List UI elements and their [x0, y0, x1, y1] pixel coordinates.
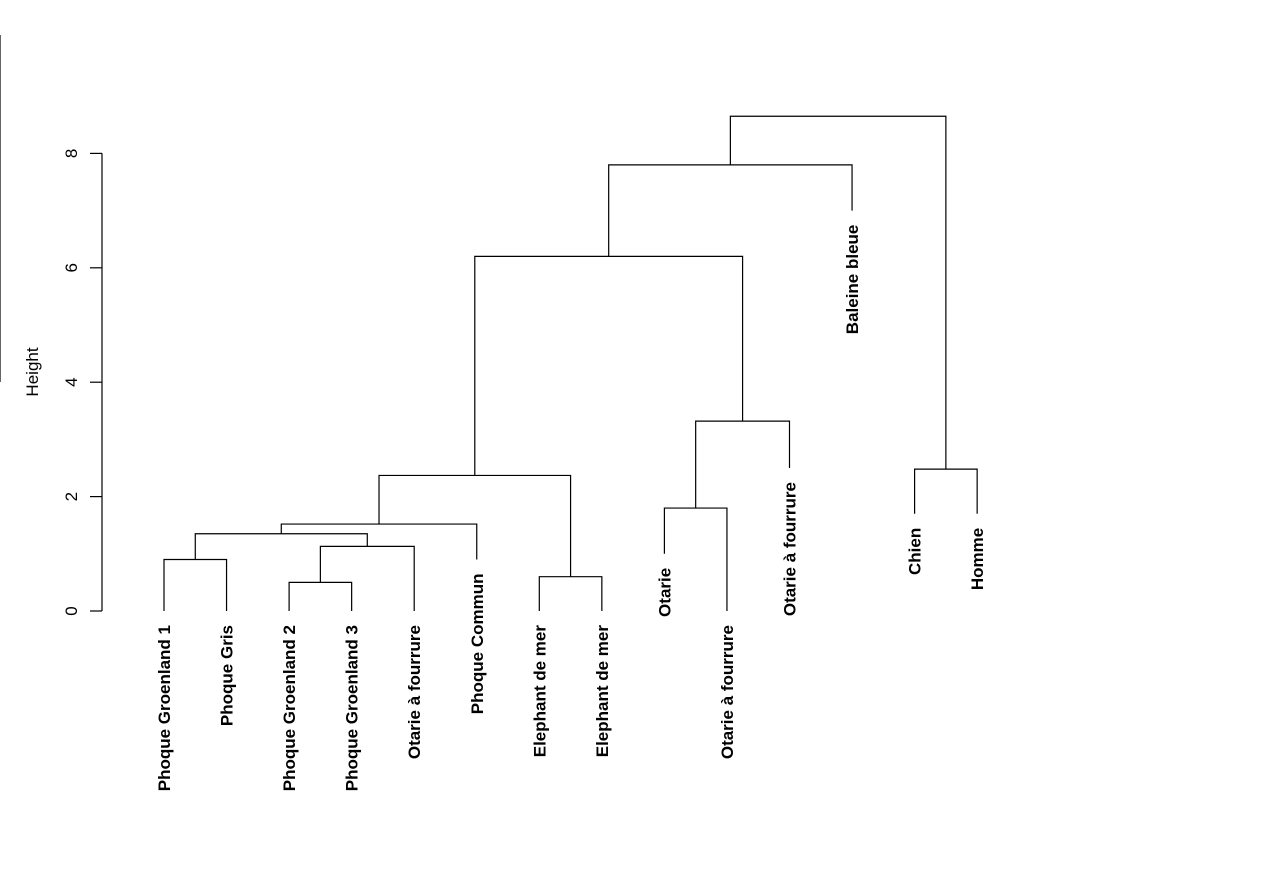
leaf-labels: Phoque Groenland 1 Phoque Gris Phoque Groe…	[155, 225, 987, 792]
leaf-label: Chien	[906, 528, 925, 575]
leaf-label: Otarie à fourrure	[405, 625, 424, 759]
dendrogram-branch	[729, 115, 947, 470]
dendrogram-branch	[280, 523, 478, 560]
y-tick-label: 8	[62, 149, 81, 158]
dendrogram-branch	[378, 474, 572, 577]
dendrogram-branch	[163, 558, 228, 611]
dendrogram-branch	[914, 468, 978, 514]
dendrogram-tree	[163, 115, 978, 611]
leaf-label: Elephant de mer	[593, 625, 612, 758]
y-tick-label: 6	[62, 263, 81, 272]
leaf-label: Otarie à fourrure	[781, 482, 800, 616]
leaf-label: Otarie à fourrure	[718, 625, 737, 759]
dendrogram-branch	[319, 545, 415, 611]
leaf-label: Phoque Commun	[468, 574, 487, 715]
dendrogram-branch	[608, 164, 853, 257]
leaf-label: Phoque Groenland 2	[280, 625, 299, 791]
leaf-label: Phoque Groenland 1	[155, 625, 174, 791]
leaf-label: Otarie	[655, 568, 674, 617]
y-axis: 0 2 4 6 8	[62, 149, 103, 616]
dendrogram-branch	[695, 420, 791, 509]
dendrogram-branch	[288, 581, 353, 611]
dendrogram-branch	[538, 576, 603, 611]
leaf-label: Phoque Gris	[218, 625, 237, 726]
leaf-label: Homme	[968, 528, 987, 590]
leaf-label: Elephant de mer	[530, 625, 549, 758]
leaf-label: Baleine bleue	[843, 225, 862, 335]
dendrogram-branch	[474, 255, 744, 476]
leaf-label: Phoque Groenland 3	[343, 625, 362, 791]
y-axis-title: Height	[23, 347, 42, 396]
y-tick-label: 4	[62, 377, 81, 386]
y-tick-label: 2	[62, 492, 81, 501]
y-tick-label: 0	[62, 606, 81, 615]
